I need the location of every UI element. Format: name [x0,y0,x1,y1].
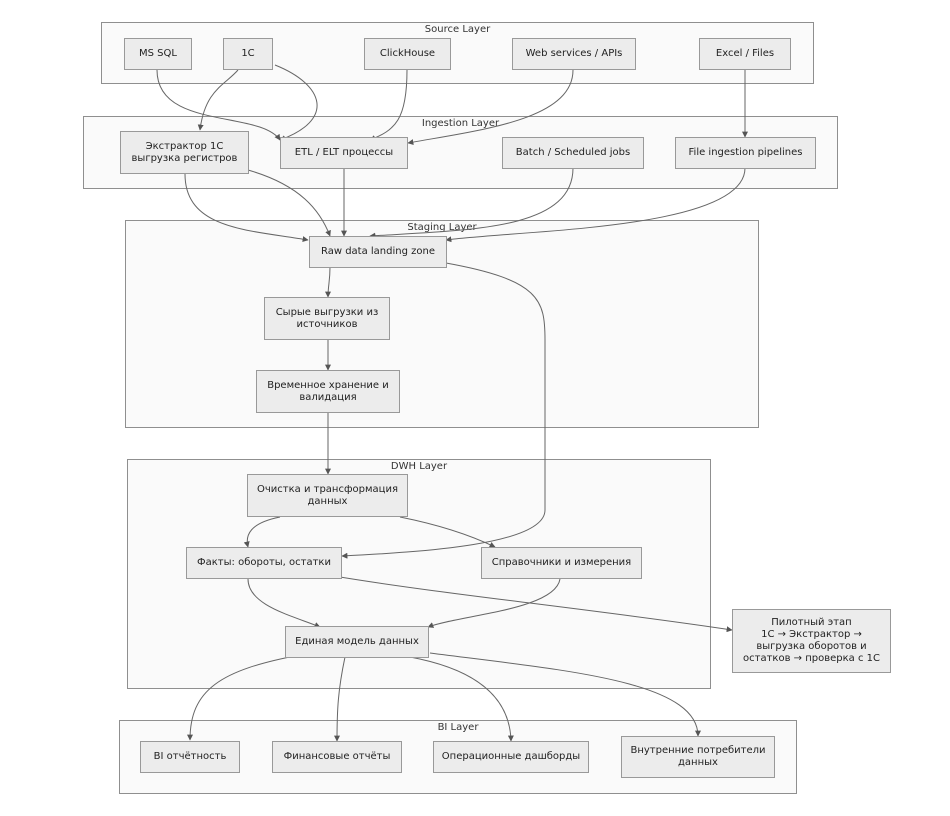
group-dwh-title: DWH Layer [390,461,448,472]
node-raw-exports[interactable]: Сырые выгрузки из источников [264,297,390,340]
group-source-title: Source Layer [424,24,491,35]
edge-facts-to-unified [247,578,321,628]
node-operational-dashboards[interactable]: Операционные дашборды [433,741,589,773]
node-internal-consumers[interactable]: Внутренние потребители данных [621,736,775,778]
edge-dimensions-to-unified [427,578,561,628]
node-file-ingestion[interactable]: File ingestion pipelines [675,137,816,169]
group-bi-title: BI Layer [437,722,479,733]
edge-batch-to-raw [369,167,574,239]
edge-web-to-etl [407,69,574,145]
edge-cleaning-to-dimensions [399,516,496,548]
node-ms-sql[interactable]: MS SQL [124,38,192,70]
node-unified-model[interactable]: Единая модель данных [285,626,429,658]
node-etl-elt[interactable]: ETL / ELT процессы [280,137,408,169]
edge-unified-to-operational [409,656,514,742]
node-1c[interactable]: 1C [223,38,273,70]
node-temp-storage[interactable]: Временное хранение и валидация [256,370,400,413]
edge-1c-to-etl [274,64,318,141]
edge-unified-to-financial [334,656,346,742]
group-source-layer: Source Layer [101,22,814,84]
node-extractor-1c[interactable]: Экстрактор 1С выгрузка регистров [120,131,249,174]
edge-unified-to-bi-reporting [187,654,301,741]
node-financial-reports[interactable]: Финансовые отчёты [272,741,402,773]
node-bi-reporting[interactable]: BI отчётность [140,741,240,773]
group-staging-layer: Staging Layer [125,220,759,428]
edge-cleaning-to-facts [243,516,281,548]
group-staging-title: Staging Layer [407,222,477,233]
edge-file-to-raw [445,167,746,243]
edge-extractor-to-raw-2 [247,169,331,237]
edge-facts-to-pilot [339,576,733,633]
node-batch-jobs[interactable]: Batch / Scheduled jobs [502,137,644,169]
node-facts[interactable]: Факты: обороты, остатки [186,547,342,579]
node-clickhouse[interactable]: ClickHouse [364,38,451,70]
node-dimensions[interactable]: Справочники и измерения [481,547,642,579]
node-excel-files[interactable]: Excel / Files [699,38,791,70]
group-ingestion-title: Ingestion Layer [421,118,500,129]
edge-clickhouse-to-etl [369,69,408,141]
edge-unified-to-internal [429,652,701,737]
node-cleaning[interactable]: Очистка и трансформация данных [247,474,408,517]
edge-extractor-to-raw [184,173,309,243]
node-raw-landing[interactable]: Raw data landing zone [309,236,447,268]
edge-raw-to-exports [325,266,332,298]
edge-raw-to-facts [341,262,546,559]
node-pilot[interactable]: Пилотный этап 1С → Экстрактор → выгрузка… [732,609,891,673]
node-web-services[interactable]: Web services / APIs [512,38,636,70]
edge-1c-to-extractor [197,69,239,131]
edge-mssql-to-etl [156,69,281,141]
